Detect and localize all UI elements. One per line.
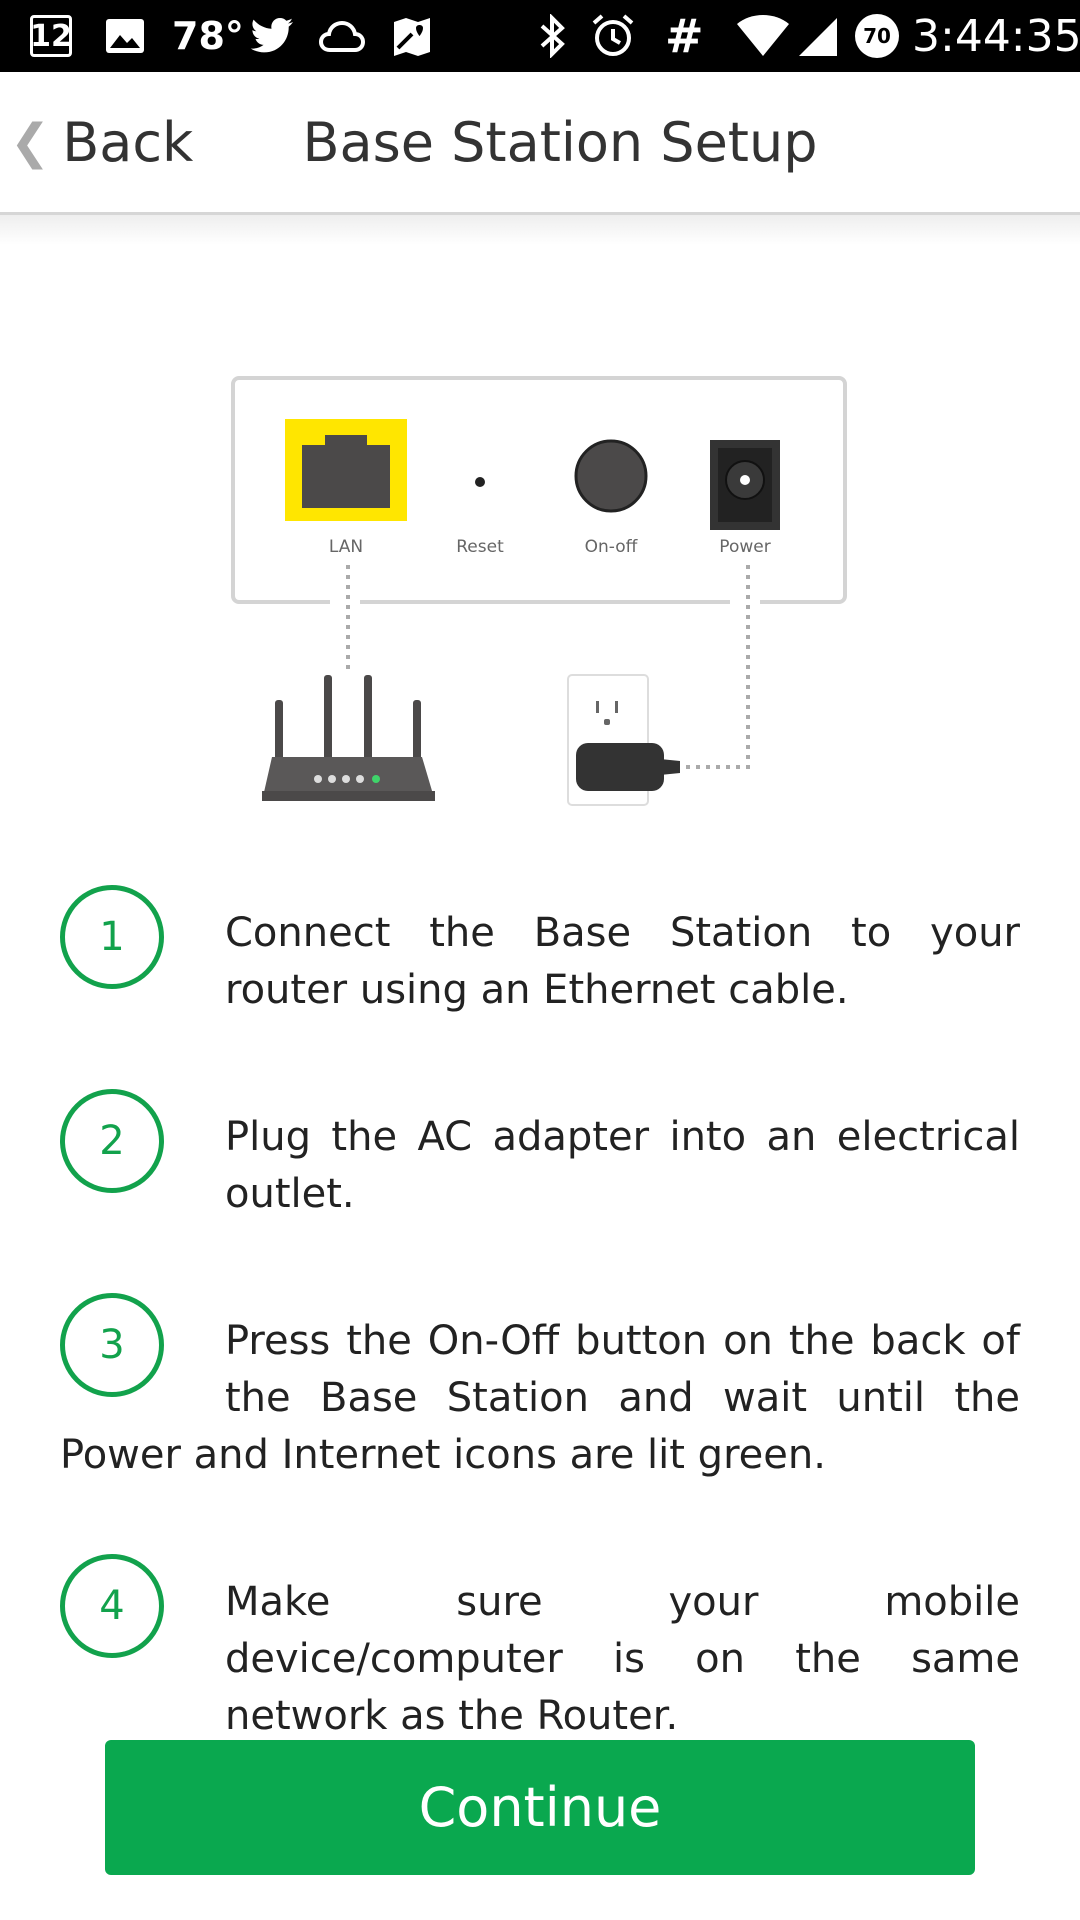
battery-icon: 70 <box>855 0 899 72</box>
page-title: Base Station Setup <box>302 110 818 174</box>
image-icon <box>105 0 145 72</box>
step-1: 1 Connect the Base Station to your route… <box>60 885 1020 1015</box>
step-3-text: Press the On-Off button on the back of t… <box>60 1318 1020 1478</box>
hash-icon: # <box>665 9 704 63</box>
power-cable <box>685 565 750 769</box>
bluetooth-icon <box>538 0 568 72</box>
cloud-icon <box>318 0 366 72</box>
back-button[interactable]: ❮ Back <box>10 72 193 212</box>
clock: 3:44:35 <box>912 0 1080 72</box>
power-jack-icon <box>710 440 780 530</box>
twitter-icon <box>250 0 294 72</box>
clock-text: 3:44:35 <box>912 10 1080 62</box>
wifi-icon <box>735 0 791 72</box>
onoff-label: On-off <box>585 537 639 557</box>
onoff-button-icon <box>574 439 648 513</box>
reset-hole-icon <box>475 477 485 487</box>
cell-signal-icon <box>795 0 839 72</box>
reset-label: Reset <box>456 537 504 557</box>
notification-count-icon: 12 <box>30 0 72 72</box>
back-label: Back <box>62 110 194 174</box>
step-3: Press the On-Off button on the back of t… <box>60 1293 1020 1483</box>
lan-label: LAN <box>329 537 363 557</box>
step-2-text: Plug the AC adapter into an electrical o… <box>225 1114 1020 1217</box>
app-header: ❮ Back Base Station Setup <box>0 72 1080 215</box>
battery-level: 70 <box>855 14 899 58</box>
alarm-icon <box>590 0 636 72</box>
notification-count: 12 <box>30 15 72 57</box>
lan-port-icon <box>285 419 407 521</box>
temperature-text: 78° <box>172 14 244 58</box>
step-4-number-badge: 4 <box>60 1554 164 1658</box>
temperature: 78° <box>172 0 244 72</box>
wall-outlet-icon <box>567 674 680 806</box>
chevron-left-icon: ❮ <box>10 114 51 170</box>
continue-button[interactable]: Continue <box>105 1740 975 1875</box>
setup-diagram: LAN Reset On-off Power <box>230 375 850 815</box>
step-1-number-badge: 1 <box>60 885 164 989</box>
power-label: Power <box>719 537 770 557</box>
router-icon <box>262 675 435 801</box>
status-bar: 12 78° # 70 3:44:35 <box>0 0 1080 72</box>
step-3-number-badge: 3 <box>60 1293 164 1397</box>
step-4: 4 Make sure your mobile device/computer … <box>60 1554 1020 1739</box>
step-4-text: Make sure your mobile device/computer is… <box>225 1579 1020 1739</box>
header-shadow <box>0 215 1080 245</box>
step-2-number-badge: 2 <box>60 1089 164 1193</box>
step-1-text: Connect the Base Station to your router … <box>225 910 1020 1013</box>
step-2: 2 Plug the AC adapter into an electrical… <box>60 1089 1020 1219</box>
map-pin-icon <box>390 0 434 72</box>
